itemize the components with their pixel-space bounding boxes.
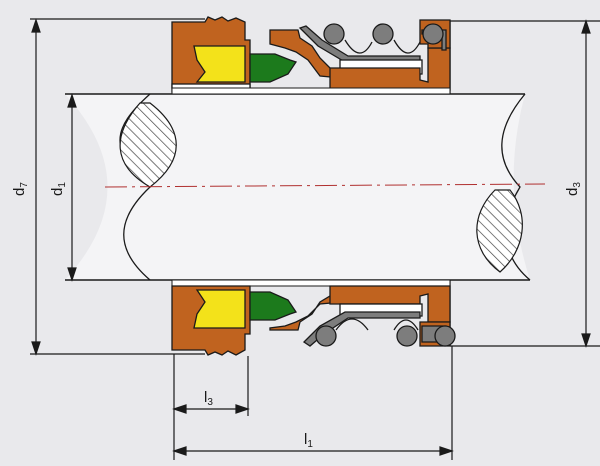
lower-spring <box>315 318 456 347</box>
upper-seal-assembly <box>171 16 451 95</box>
label-l1: l1 <box>304 431 313 450</box>
lower-seal-assembly <box>171 279 456 356</box>
lower-elastomer-ring <box>193 289 246 329</box>
upper-spring <box>323 23 444 54</box>
label-d1: d1 <box>49 182 68 196</box>
shaft-centerline <box>104 183 546 188</box>
shaft-section-right <box>476 189 523 273</box>
dimension-d1 <box>67 93 77 282</box>
label-d7: d7 <box>11 182 30 196</box>
dimension-l3 <box>172 354 250 460</box>
upper-face-ring <box>249 53 298 83</box>
dimension-l1 <box>172 346 454 460</box>
upper-retainer <box>298 25 421 63</box>
upper-elastomer-ring <box>193 45 246 83</box>
dimension-d7 <box>31 18 41 356</box>
label-l3: l3 <box>204 389 213 408</box>
lower-face-ring <box>249 291 298 321</box>
label-d3: d3 <box>564 182 583 196</box>
upper-spring-plate <box>329 47 451 91</box>
shaft <box>65 93 546 281</box>
dimension-d3 <box>581 19 591 348</box>
